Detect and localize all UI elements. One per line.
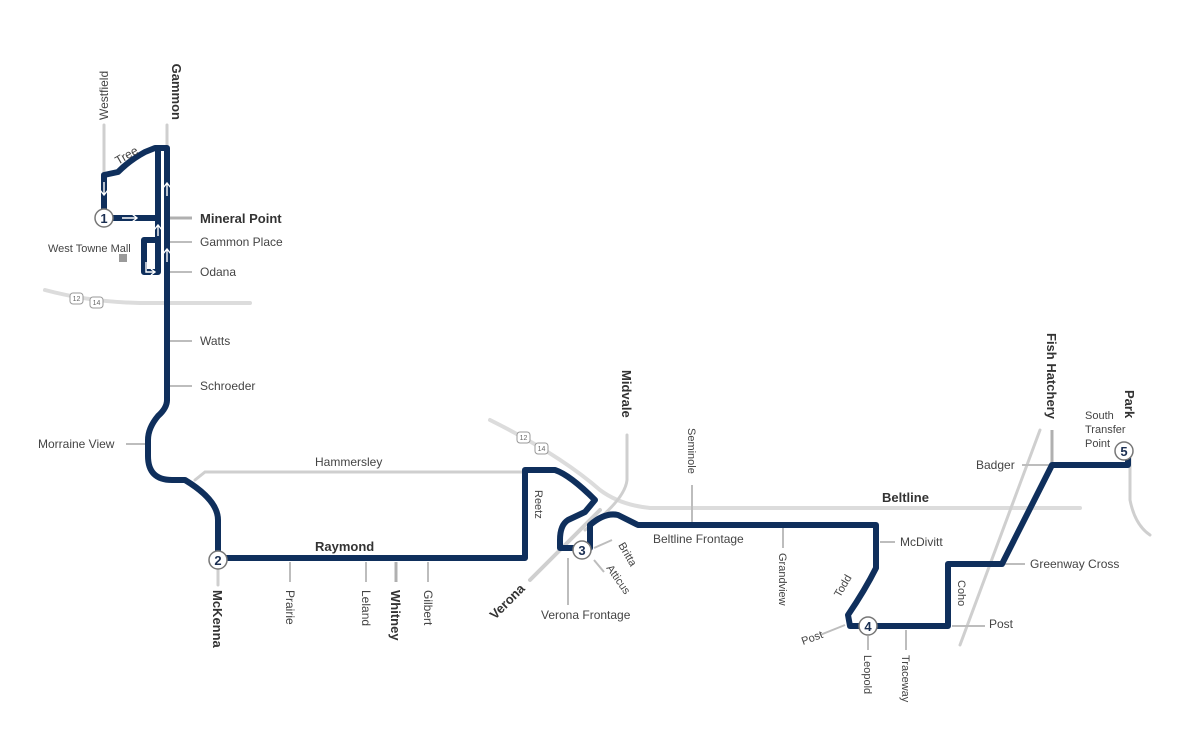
label-gilbert: Gilbert xyxy=(421,590,435,626)
label-beltline-frontage: Beltline Frontage xyxy=(653,532,744,546)
west-towne-mall-marker xyxy=(119,254,127,262)
label-watts: Watts xyxy=(200,334,230,348)
svg-text:14: 14 xyxy=(93,300,101,307)
arrow-down-icon xyxy=(99,182,109,197)
label-verona: Verona xyxy=(487,580,529,622)
label-leland: Leland xyxy=(359,590,373,626)
label-post-right: Post xyxy=(989,617,1014,631)
highway-shields: 12 14 12 14 xyxy=(69,292,549,455)
label-traceway: Traceway xyxy=(899,655,911,703)
route-mineral-point-loop xyxy=(101,145,161,275)
svg-text:5: 5 xyxy=(1120,444,1127,459)
route-tree-loop xyxy=(101,145,170,403)
us12-shield-west: 12 xyxy=(69,292,84,305)
route-main xyxy=(145,397,1131,629)
arrow-corner-icon xyxy=(145,262,157,276)
label-seminole: Seminole xyxy=(685,428,697,474)
label-midvale: Midvale xyxy=(619,370,634,418)
label-prairie: Prairie xyxy=(283,590,297,625)
road-park xyxy=(1128,448,1152,537)
svg-text:2: 2 xyxy=(214,553,221,568)
label-south-transfer-point-2: Transfer xyxy=(1085,424,1126,436)
svg-text:1: 1 xyxy=(100,211,107,226)
arrow-up-icon xyxy=(162,247,172,262)
svg-text:12: 12 xyxy=(73,296,81,303)
stop-1: 1 xyxy=(94,208,114,228)
stops: 1 2 3 4 5 xyxy=(94,208,1134,636)
label-britta: Britta xyxy=(615,541,639,570)
label-mcdivitt: McDivitt xyxy=(900,535,943,549)
label-west-towne-mall: West Towne Mall xyxy=(48,243,131,255)
label-park: Park xyxy=(1122,390,1137,419)
stop-2: 2 xyxy=(208,550,228,570)
arrow-up-icon xyxy=(153,223,163,236)
stop-4: 4 xyxy=(858,616,878,636)
label-fish-hatchery: Fish Hatchery xyxy=(1044,333,1059,420)
direction-arrows xyxy=(99,181,172,276)
label-hammersley: Hammersley xyxy=(315,455,382,469)
label-leopold: Leopold xyxy=(861,655,873,694)
label-todd: Todd xyxy=(832,573,854,600)
us14-shield-east: 14 xyxy=(534,442,549,455)
label-post-left: Post xyxy=(800,629,825,648)
street-ticks xyxy=(126,216,1054,650)
label-gammon: Gammon xyxy=(169,64,184,120)
label-raymond: Raymond xyxy=(315,539,374,554)
label-coho: Coho xyxy=(955,580,967,606)
svg-text:3: 3 xyxy=(578,543,585,558)
labels: Westfield Gammon Tree Mineral Point Gamm… xyxy=(38,64,1137,703)
label-south-transfer-point-1: South xyxy=(1085,410,1114,422)
stop-3: 3 xyxy=(572,540,592,560)
label-south-transfer-point-3: Point xyxy=(1085,438,1110,450)
svg-text:4: 4 xyxy=(864,619,872,634)
svg-text:14: 14 xyxy=(538,446,546,453)
label-whitney: Whitney xyxy=(388,590,403,641)
arrow-up-icon xyxy=(162,181,172,196)
label-gammon-place: Gammon Place xyxy=(200,235,283,249)
label-reetz: Reetz xyxy=(532,490,544,519)
road-hammersley xyxy=(193,470,527,482)
arrow-right-icon xyxy=(122,213,139,223)
label-grandview: Grandview xyxy=(776,553,788,606)
label-mineral-point: Mineral Point xyxy=(200,211,282,226)
label-verona-frontage: Verona Frontage xyxy=(541,608,631,622)
label-schroeder: Schroeder xyxy=(200,379,255,393)
us14-shield-west: 14 xyxy=(89,296,104,309)
label-morraine-view: Morraine View xyxy=(38,437,115,451)
label-mckenna: McKenna xyxy=(210,590,225,649)
label-beltline: Beltline xyxy=(882,490,929,505)
us12-shield-east: 12 xyxy=(516,431,531,444)
bus-route xyxy=(101,145,1131,629)
label-badger: Badger xyxy=(976,458,1015,472)
label-westfield: Westfield xyxy=(97,71,111,120)
label-greenway-cross: Greenway Cross xyxy=(1030,557,1119,571)
svg-text:12: 12 xyxy=(520,435,528,442)
stop-5: 5 xyxy=(1114,441,1134,461)
label-odana: Odana xyxy=(200,265,236,279)
